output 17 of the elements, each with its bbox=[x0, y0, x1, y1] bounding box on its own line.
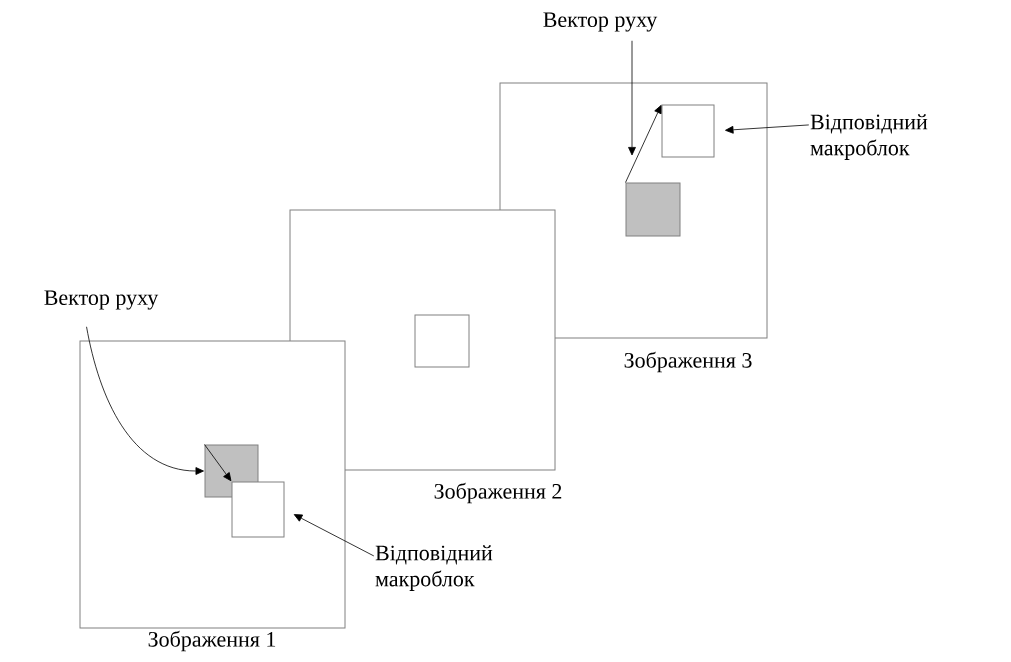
leader-line bbox=[725, 124, 810, 134]
macroblock bbox=[625, 182, 681, 237]
motion-vector-arrow bbox=[625, 105, 662, 183]
leader-line bbox=[628, 40, 636, 156]
label-text: Вектор руху bbox=[44, 290, 159, 310]
label-text: Вектор руху bbox=[543, 12, 658, 32]
node-label: Зображення 1 bbox=[148, 630, 276, 652]
node-label: Зображення 3 bbox=[624, 351, 752, 373]
image-frame: Зображення 1 bbox=[79, 340, 346, 652]
macroblock bbox=[414, 314, 470, 368]
leader-line bbox=[293, 514, 375, 557]
label-text: Відповідний макроблок bbox=[375, 545, 493, 591]
macroblock bbox=[231, 481, 285, 538]
macroblock bbox=[661, 104, 715, 158]
node-label: Зображення 2 bbox=[434, 482, 562, 504]
motion-vector-arrow bbox=[204, 444, 232, 482]
label-text: Відповідний макроблок bbox=[810, 114, 928, 160]
